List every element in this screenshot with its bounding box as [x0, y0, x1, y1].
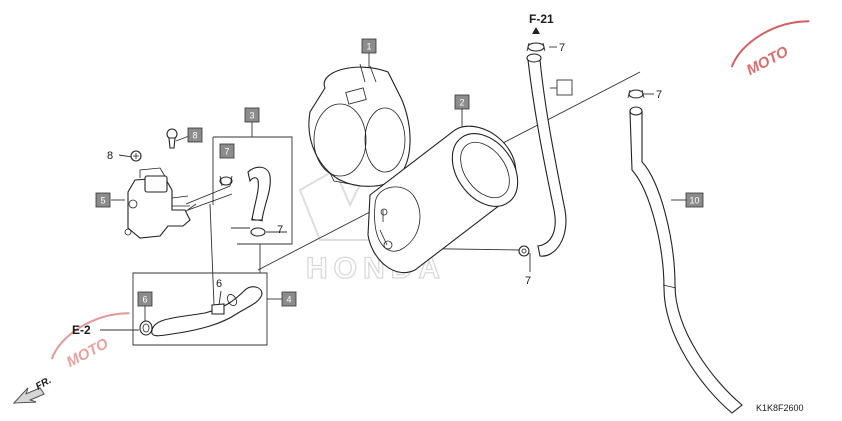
clamp-6 [211, 303, 225, 315]
callout-5: 5 [95, 192, 111, 208]
callout-2: 2 [454, 94, 470, 110]
part-4-hose [151, 286, 263, 337]
label-7-box3: 7 [277, 224, 283, 236]
callout-10-label: 10 [689, 196, 699, 206]
clamp-7-box3-bottom [250, 227, 266, 237]
callout-4-label: 4 [286, 295, 291, 305]
part-10-hose [629, 106, 743, 414]
callout-7-label: 7 [224, 147, 229, 157]
callout-1-label: 1 [366, 42, 371, 52]
callout-6: 6 [137, 291, 153, 307]
front-arrow-icon [12, 387, 45, 404]
front-arrow-label: FR. [34, 375, 53, 393]
callout-4: 4 [281, 291, 297, 307]
callout-2-label: 2 [459, 98, 464, 108]
ref-e2-label[interactable]: E-2 [72, 323, 91, 337]
group-box-3 [212, 136, 293, 245]
callout-8: 8 [187, 127, 203, 143]
empty-callout-box [556, 79, 573, 96]
clamp-7-f21 [526, 42, 546, 52]
part-5-solenoid-valve [124, 167, 191, 239]
long-hose-upper [526, 53, 567, 257]
connector-hose-small [185, 185, 233, 211]
part-2-canister [367, 125, 519, 274]
label-6: 6 [216, 278, 222, 290]
clamp-7-box3-top [219, 175, 233, 187]
callout-8-label: 8 [192, 131, 197, 141]
label-7-f21: 7 [559, 42, 565, 54]
callout-1: 1 [361, 38, 377, 54]
ref-f21-arrow-icon [532, 27, 540, 34]
part-3-hose [247, 166, 271, 222]
callout-10: 10 [685, 192, 704, 208]
bolt-8-right [166, 128, 178, 149]
label-7-lower: 7 [525, 275, 531, 287]
moto-logo-text: MOTO [744, 43, 792, 79]
diagram-code: K1K8F2600 [756, 403, 804, 413]
callout-7: 7 [219, 143, 235, 159]
washer-6 [139, 320, 153, 336]
moto-logo-text: MOTO [64, 335, 112, 371]
callout-6-label: 6 [142, 295, 147, 305]
moto-logo-bottom-left: MOTO [50, 312, 130, 371]
label-8: 8 [107, 150, 113, 162]
callout-5-label: 5 [100, 196, 105, 206]
part-1-cover [308, 63, 411, 187]
bolt-8-left [130, 150, 142, 162]
ref-f21-label[interactable]: F-21 [529, 12, 554, 26]
callout-3-label: 3 [249, 111, 254, 121]
clamp-7-lower-right [518, 245, 530, 257]
moto-logo-top-right: MOTO [730, 20, 810, 79]
clamp-7-hose10 [627, 89, 645, 99]
callout-3: 3 [244, 107, 260, 123]
group-box-4 [132, 272, 268, 346]
label-7-hose10: 7 [656, 89, 662, 101]
